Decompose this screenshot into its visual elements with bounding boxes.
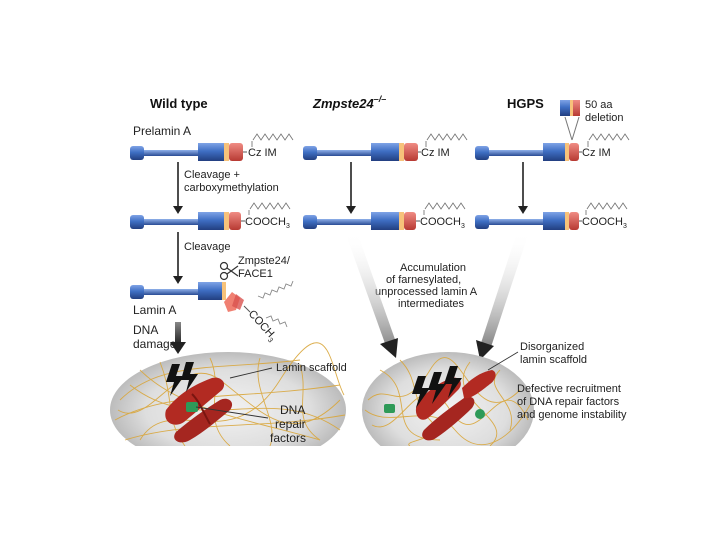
lamina-network-disorganized [364,357,531,446]
accumulation-line-1: Accumulation [400,262,466,274]
deletion-label-2: deletion [585,112,624,124]
label-enzyme-2: FACE1 [238,268,273,280]
nucleus-wt [110,342,346,446]
label-defective-3: and genome instability [517,409,627,421]
carboxymethyl-wt: COOCH3 [130,202,291,230]
label-dna-damage-1: DNA [133,323,158,337]
label-lamin-a: Lamin A [133,303,176,317]
repair-factor-hgps-2 [475,409,485,419]
header-wild-type: Wild type [150,96,208,111]
label-dna-damage-2: damage [133,337,177,351]
arrow-wt-1 [173,162,183,214]
deletion-inset: 50 aa deletion [560,99,624,141]
repair-factor-hgps-1 [384,404,395,413]
repair-factor-wt [186,402,198,412]
accumulation-line-3: unprocessed lamin A [375,286,478,298]
carboxymethyl-zmpste: COOCH3 [303,202,466,230]
header-hgps: HGPS [507,96,544,111]
accumulation-line-4: intermediates [398,298,465,310]
prelamin-hgps: Cz IM [475,133,630,161]
label-defective-1: Defective recruitment [517,383,621,395]
group-cz-im-hgps: Cz IM [582,147,611,159]
arrow-wt-2 [173,232,183,284]
carboxymethyl-hgps: COOCH3 [475,202,628,230]
mature-lamin-a [130,282,226,300]
label-enzyme-1: Zmpste24/ [238,255,291,267]
farnesyl-chain-cleaved [257,280,294,328]
deletion-label-1: 50 aa [585,99,613,111]
arrow-zmpste-1 [346,162,356,214]
farnesyl-chain-hgps-2 [586,202,628,210]
accumulation-line-2: of farnesylated, [386,274,461,286]
label-dna-repair-3: factors [270,431,306,445]
scissors-icon [219,261,239,281]
prelamin-wt: Cz IM [130,133,294,161]
arrow-dna-damage [170,322,186,354]
label-disorganized-2: lamin scaffold [520,354,587,366]
label-cleavage: Cleavage [184,241,230,253]
group-cooch3-zmpste: COOCH3 [420,216,465,230]
group-cooch3-wt: COOCH3 [245,216,290,230]
lightning-icon-wt [166,362,198,396]
label-cleavage-carboxy-1: Cleavage + [184,169,240,181]
group-cz-im-wt: Cz IM [248,147,277,159]
label-disorganized-1: Disorganized [520,341,584,353]
converging-arrow-right [476,232,529,360]
chromosome-hgps [415,370,496,441]
group-cz-im-zmpste: Cz IM [421,147,450,159]
label-dna-repair-1: DNA [280,403,305,417]
farnesyl-chain-zmpste [426,133,468,141]
nucleus-hgps [362,352,534,446]
lightning-icon-hgps [412,366,462,408]
farnesyl-chain-wt-2 [249,202,291,210]
label-defective-2: of DNA repair factors [517,396,620,408]
farnesyl-chain-wt [252,133,294,141]
header-zmpste24: Zmpste24–/– [312,94,386,111]
arrow-hgps-1 [518,162,528,214]
label-prelamin-a: Prelamin A [133,124,191,138]
group-coch3-cleaved: COCH3 [244,308,279,344]
converging-arrow-left [345,232,398,358]
label-dna-repair-2: repair [275,417,306,431]
cleaved-fragment: COCH3 [224,280,294,344]
group-cooch3-hgps: COOCH3 [582,216,627,230]
farnesyl-chain-hgps [588,133,630,141]
prelamin-zmpste: Cz IM [303,133,468,161]
label-cleavage-carboxy-2: carboxymethylation [184,182,279,194]
label-lamin-scaffold: Lamin scaffold [276,362,347,374]
farnesyl-chain-zmpste-2 [424,202,466,210]
